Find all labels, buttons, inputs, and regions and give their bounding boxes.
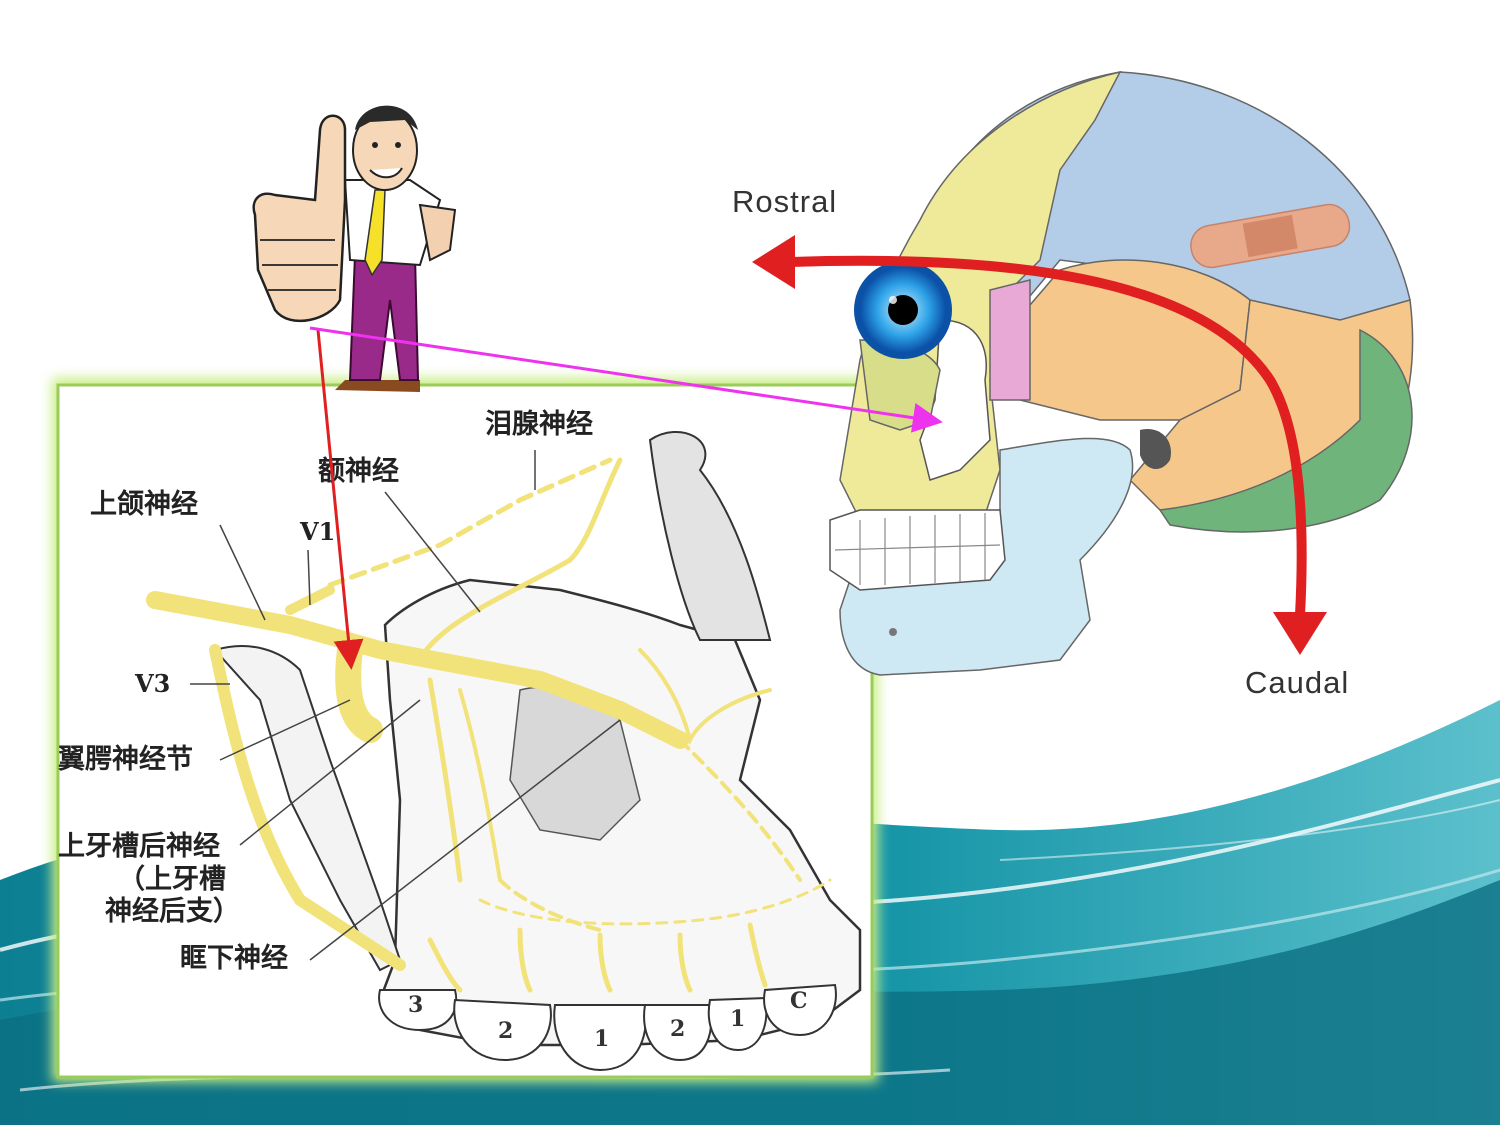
label-posterior-superior-alveolar-1: 上牙槽后神经 [58, 830, 220, 862]
mental-foramen [889, 628, 897, 636]
label-infraorbital-nerve: 眶下神经 [180, 942, 288, 974]
label-pterygopalatine-ganglion: 翼腭神经节 [58, 743, 193, 775]
tooth-number-3: 1 [594, 1026, 609, 1052]
label-v3: V3 [134, 669, 170, 698]
ear-canal [1140, 429, 1171, 470]
pointer-arrows [309, 326, 943, 670]
temporal-bone [999, 259, 1251, 421]
direction-arrow [752, 235, 1327, 655]
bandage-icon [1190, 203, 1351, 269]
occipital-bone [1158, 328, 1413, 533]
sphenoid-bone [989, 279, 1031, 401]
label-rostral: Rostral [732, 184, 837, 219]
nerve-diagram-panel: 3 2 1 2 1 C [52, 378, 878, 1082]
eye-icon [854, 261, 952, 359]
label-caudal: Caudal [1245, 665, 1349, 700]
pterygoid-plate [648, 430, 772, 641]
skull-illustration [829, 70, 1414, 676]
label-v1: V1 [299, 517, 335, 546]
thumbs-up-man-icon [252, 105, 457, 392]
skull-teeth [829, 509, 1006, 591]
leader-lines [190, 450, 621, 961]
label-posterior-superior-alveolar-2: （上牙槽 [118, 864, 226, 895]
label-lacrimal-nerve: 泪腺神经 [485, 408, 593, 440]
tooth-number-4: 2 [670, 1016, 685, 1042]
tooth-number-5: 1 [730, 1006, 745, 1032]
zygomatic-bone [919, 319, 991, 481]
tooth-number-6: C [790, 988, 808, 1014]
tooth-number-1: 3 [408, 992, 423, 1018]
teeth-row [378, 983, 837, 1072]
pterygoid-process [213, 645, 402, 972]
label-posterior-superior-alveolar-3: 神经后支） [105, 895, 240, 927]
label-maxillary-nerve: 上颌神经 [90, 488, 198, 520]
tooth-number-2: 2 [498, 1018, 513, 1044]
